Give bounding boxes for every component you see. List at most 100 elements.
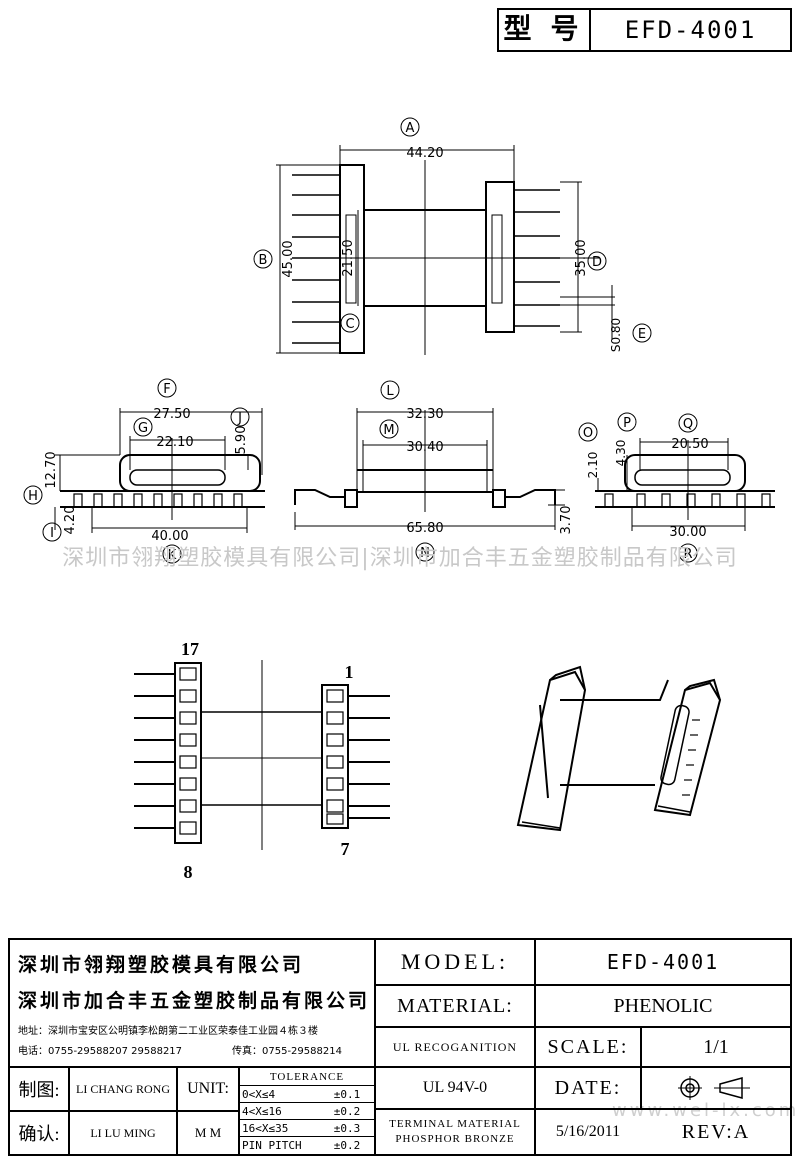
- top-view-left-pins: [292, 174, 340, 344]
- dim-h-tag: [23, 485, 43, 505]
- dim-n2-value: 3.70: [559, 506, 574, 535]
- pin-label-1: 1: [345, 662, 354, 682]
- material-label: MATERIAL:: [397, 994, 513, 1017]
- scale-value: 1/1: [703, 1035, 729, 1058]
- draw-label: 制图:: [18, 1080, 60, 1100]
- dim-f-tag: [157, 378, 177, 398]
- dim-f-value: 27.50: [153, 407, 190, 422]
- dim-k-tag: [162, 544, 182, 564]
- dim-g-tag-letter: G: [138, 421, 148, 436]
- pin-layout-view: [134, 660, 390, 850]
- company-name-1: 深圳市翎翔塑胶模具有限公司: [18, 955, 305, 976]
- tolerance-title: TOLERANCE: [269, 1070, 345, 1083]
- tolerance-range-2: 4<X≤16: [242, 1104, 282, 1118]
- company-phone: 电话：0755-29588207 29588217: [18, 1046, 183, 1057]
- dim-l-tag-letter: L: [386, 384, 394, 399]
- terminal-material-line2: PHOSPHOR BRONZE: [395, 1133, 515, 1145]
- tolerance-range-4: PIN PITCH: [242, 1138, 302, 1152]
- dim-p-tag-letter: P: [623, 416, 631, 431]
- tolerance-value-1: ±0.1: [333, 1087, 361, 1101]
- dim-i-value: 4.20: [63, 506, 78, 535]
- projection-symbol: [642, 1068, 790, 1108]
- dim-r-value: 30.00: [669, 525, 706, 540]
- watermark-url: www.wel-lx.com: [612, 1100, 800, 1121]
- technical-drawing: 44.20 A 45.00 B 21.50 C 35.00 D S0.80 E: [23, 117, 775, 882]
- dim-q-value: 20.50: [671, 437, 708, 452]
- isometric-view: [516, 665, 722, 832]
- tolerance-range-3: 16<X≤35: [242, 1121, 289, 1135]
- tolerance-value-4: ±0.2: [333, 1138, 361, 1152]
- company-name-2: 深圳市加合丰五金塑胶制品有限公司: [18, 991, 371, 1012]
- top-view: [276, 145, 615, 355]
- terminal-material: TERMINAL MATERIAL PHOSPHOR BRONZE: [376, 1110, 534, 1154]
- company-address: 地址：深圳市宝安区公明镇李松朗第二工业区荣泰佳工业园４栋３楼: [18, 1026, 318, 1037]
- dim-b-tag-letter: B: [259, 253, 268, 268]
- date-label: DATE:: [554, 1076, 622, 1099]
- check-name: LI LU MING: [90, 1125, 156, 1140]
- dim-e-tag-letter: E: [638, 327, 646, 342]
- top-view-right-pins: [514, 189, 560, 327]
- unit-label: UNIT:: [187, 1080, 229, 1097]
- company-fax: 传真：0755-29588214: [232, 1046, 342, 1057]
- dim-q-tag-letter: Q: [683, 417, 693, 432]
- dim-n-tag: [415, 542, 435, 562]
- model-header-label: 型 号: [499, 10, 591, 50]
- dim-g-tag: [133, 417, 153, 437]
- dim-k-tag-letter: K: [168, 548, 177, 563]
- scale-label: SCALE:: [547, 1035, 629, 1058]
- dim-m-tag-letter: M: [383, 423, 394, 438]
- dim-a-tag-letter: A: [406, 121, 415, 136]
- dim-g-value: 22.10: [156, 435, 193, 450]
- dim-n-value: 65.80: [406, 521, 443, 536]
- dim-m-tag: [379, 419, 399, 439]
- dim-b-tag: [253, 249, 273, 269]
- dim-e-value: S0.80: [609, 318, 623, 352]
- dim-p-tag: [617, 412, 637, 432]
- tolerance-value-2: ±0.2: [333, 1104, 361, 1118]
- dim-j-value: 5.90: [234, 426, 249, 455]
- side-view-middle: [294, 408, 565, 530]
- dim-p-value: 4.30: [614, 440, 628, 467]
- terminal-material-line1: TERMINAL MATERIAL: [389, 1118, 521, 1130]
- dim-l-tag: [380, 380, 400, 400]
- dim-c-tag-letter: C: [345, 317, 354, 332]
- dim-r-tag-letter: R: [683, 547, 692, 562]
- dim-d-value: 35.00: [574, 239, 589, 276]
- watermark-text: 深圳市翎翔塑胶模具有限公司|深圳市加合丰五金塑胶制品有限公司: [62, 546, 738, 571]
- title-block: 深圳市翎翔塑胶模具有限公司 深圳市加合丰五金塑胶制品有限公司 地址：深圳市宝安区…: [8, 938, 792, 1156]
- unit-value: M M: [194, 1125, 222, 1140]
- dim-d-tag: [587, 251, 607, 271]
- dim-f-tag-letter: F: [163, 382, 170, 397]
- side-view-left: [54, 408, 265, 533]
- dim-i-tag-letter: I: [50, 526, 54, 541]
- dim-j-tag-letter: J: [237, 411, 242, 426]
- dim-i-tag: [42, 522, 62, 542]
- model-label: MODEL:: [400, 949, 510, 974]
- tolerance-value-3: ±0.3: [333, 1121, 361, 1135]
- dim-c-value: 21.50: [341, 239, 356, 276]
- dim-k-value: 40.00: [151, 529, 188, 544]
- model-header-value: EFD-4001: [624, 16, 757, 44]
- date-value: 5/16/2011: [555, 1123, 621, 1140]
- ul-label: UL RECOGANITION: [392, 1039, 518, 1054]
- dim-o-tag: [578, 422, 598, 442]
- check-label: 确认:: [18, 1124, 60, 1144]
- dim-j-tag: [230, 407, 250, 427]
- model-value: EFD-4001: [606, 950, 720, 974]
- dim-h-value: 12.70: [44, 451, 59, 488]
- side-view-right: [595, 438, 775, 531]
- draw-name: LI CHANG RONG: [76, 1081, 170, 1096]
- dim-h-tag-letter: H: [28, 489, 38, 504]
- dim-a-value: 44.20: [406, 146, 443, 161]
- dim-d-tag-letter: D: [592, 255, 602, 270]
- pin-label-8: 8: [184, 862, 193, 882]
- dim-o-value: 2.10: [586, 452, 600, 479]
- dim-r-tag: [678, 543, 698, 563]
- material-value: PHENOLIC: [613, 994, 713, 1017]
- pin-label-7: 7: [341, 839, 350, 859]
- dim-e-tag: [632, 323, 652, 343]
- dim-n-tag-letter: N: [420, 546, 430, 561]
- dim-l-value: 32.30: [406, 407, 443, 422]
- ul-value: UL 94V-0: [422, 1079, 488, 1096]
- dim-m-value: 30.40: [406, 440, 443, 455]
